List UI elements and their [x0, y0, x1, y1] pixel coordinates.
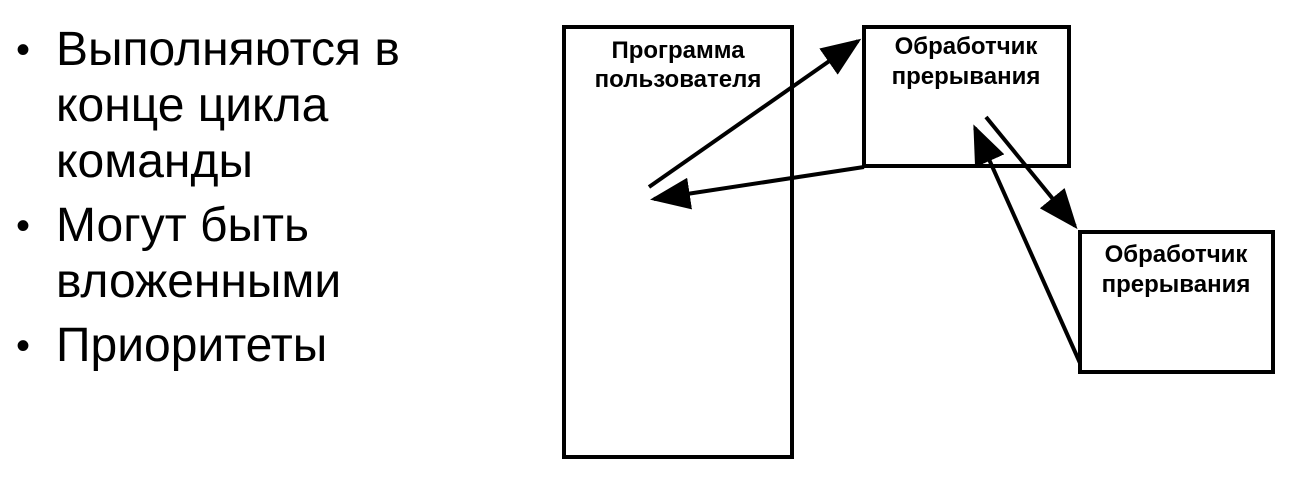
bullet-text: Приоритеты	[56, 319, 328, 372]
arrow-return-to-handler-1	[973, 124, 1082, 364]
arrow-to-handler-2	[984, 115, 1078, 230]
user-program-label-line2: пользователя	[595, 66, 762, 93]
user-program-label-line1: Программа	[611, 37, 745, 64]
bullet-text: Могут быть вложенными	[56, 199, 342, 308]
arrow-return-to-program	[650, 165, 865, 210]
arrow-to-handler-1	[647, 38, 862, 189]
bullet-dot-icon: •	[16, 28, 31, 72]
bullet-text: Выполняются в конце цикла команды	[56, 23, 400, 188]
bullet-item: • Выполняются в конце цикла команды	[14, 22, 454, 190]
interrupt-handler-box-2	[1078, 230, 1275, 374]
bullet-list: • Выполняются в конце цикла команды • Мо…	[14, 22, 454, 382]
interrupt-handler-box-1	[862, 25, 1071, 168]
bullet-dot-icon: •	[16, 204, 31, 248]
interrupt-handler-2-label-line2: прерывания	[1102, 271, 1251, 298]
user-program-box	[562, 25, 794, 459]
bullet-item: • Могут быть вложенными	[14, 198, 454, 310]
interrupt-handler-1-label-line2: прерывания	[892, 63, 1041, 90]
bullet-dot-icon: •	[16, 324, 31, 368]
interrupt-handler-2-label-line1: Обработчик	[1105, 241, 1249, 268]
interrupt-handler-1-label-line1: Обработчик	[895, 33, 1039, 60]
bullet-item: • Приоритеты	[14, 318, 454, 374]
